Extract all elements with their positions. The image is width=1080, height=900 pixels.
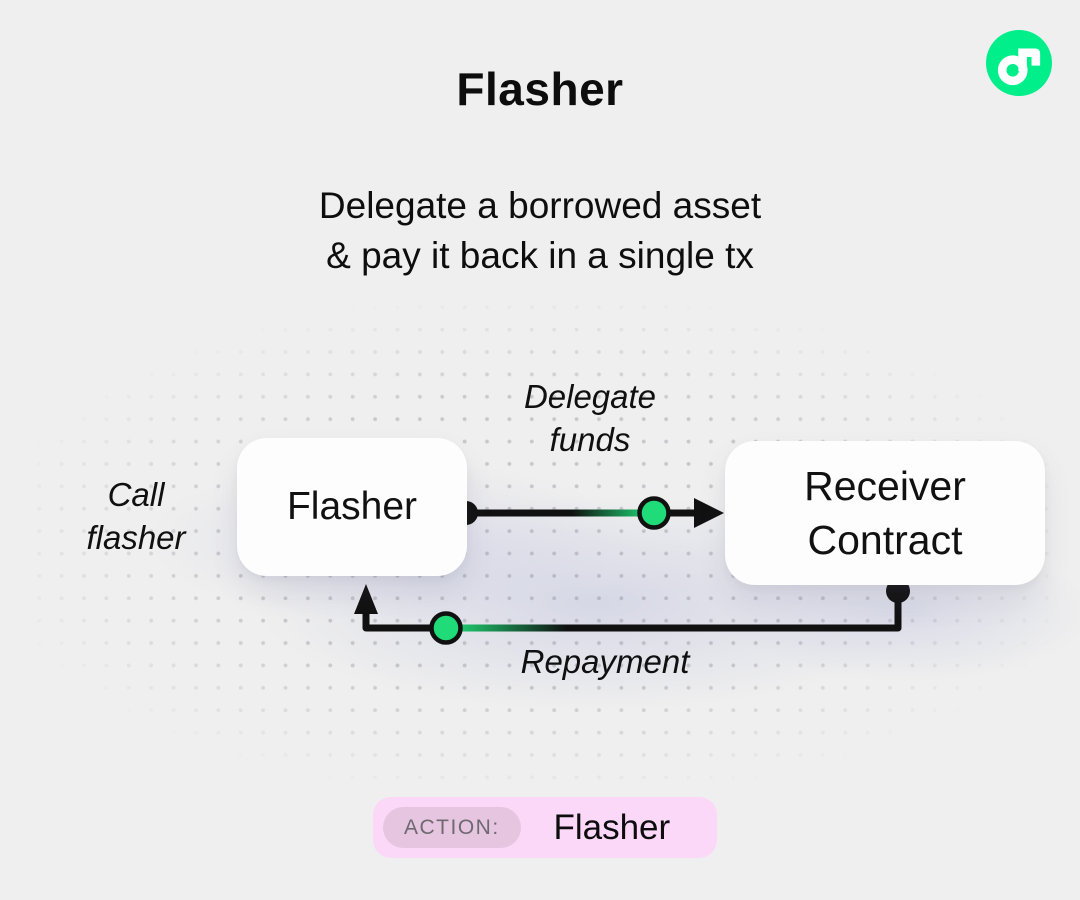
receiver-contract-node: Receiver Contract xyxy=(725,441,1045,585)
flasher-node-label: Flasher xyxy=(286,485,418,528)
repayment-label: Repayment xyxy=(520,643,690,680)
receiver-node-line-1: Receiver xyxy=(804,463,966,509)
action-badge-value: Flasher xyxy=(553,807,671,847)
action-badge-tag: ACTION: xyxy=(383,807,521,848)
call-flasher-label: Call flasher xyxy=(86,476,186,556)
receiver-node-line-2: Contract xyxy=(807,517,963,563)
pulse-dot-delegate xyxy=(637,496,671,530)
arrowhead-up-icon xyxy=(354,584,378,614)
arrowhead-right-icon xyxy=(694,498,724,528)
flow-logo-icon xyxy=(986,30,1052,96)
subtitle-line-2: & pay it back in a single tx xyxy=(326,235,754,276)
delegate-funds-arrow xyxy=(454,496,724,530)
pulse-dot-repayment xyxy=(429,611,463,645)
subtitle-line-1: Delegate a borrowed asset xyxy=(318,185,762,226)
repayment-arrow xyxy=(354,579,910,645)
page-subtitle: Delegate a borrowed asset & pay it back … xyxy=(0,181,1080,281)
action-badge: ACTION: Flasher xyxy=(373,797,717,858)
delegate-funds-label: Delegate funds xyxy=(523,378,657,458)
page-title: Flasher xyxy=(456,63,624,115)
flasher-node: Flasher xyxy=(237,438,467,576)
